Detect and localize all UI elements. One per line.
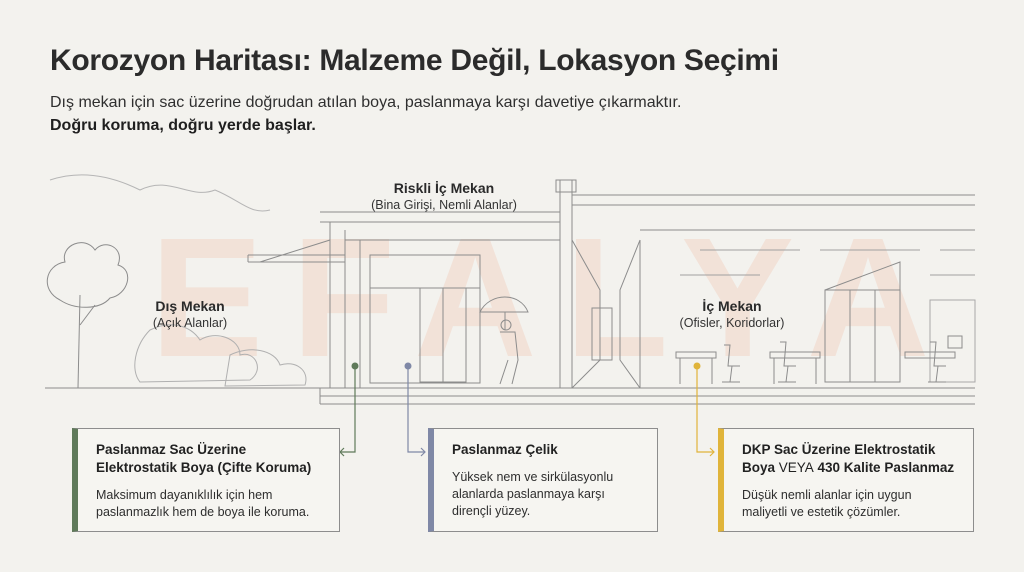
glass-facade	[369, 254, 481, 384]
office-chair	[928, 341, 946, 383]
card-description: Maksimum dayanıklılık için hem paslanmaz…	[96, 488, 310, 519]
bush	[224, 349, 307, 387]
card-title: Paslanmaz Çelik	[452, 442, 558, 457]
office-cabinet	[824, 289, 901, 383]
card-title-part: DKP Sac Üzerine Elektrostatik Boya	[742, 442, 936, 475]
card-description: Düşük nemli alanlar için uygun maliyetli…	[742, 488, 912, 519]
zone-name: Riskli İç Mekan	[393, 180, 495, 196]
bush	[134, 324, 258, 383]
office-chair	[722, 344, 740, 383]
zone-name: İç Mekan	[702, 298, 762, 314]
tagline: Doğru koruma, doğru yerde başlar.	[50, 117, 316, 134]
card-title: Paslanmaz Sac Üzerine Elektrostatik Boya…	[96, 442, 312, 475]
card-stainless-steel: Paslanmaz Çelik Yüksek nem ve sirkülasyo…	[428, 428, 658, 532]
subtitle: Dış mekan için sac üzerine doğrudan atıl…	[50, 94, 682, 111]
card-dkp-or-430: DKP Sac Üzerine Elektrostatik Boya VEYA …	[718, 428, 974, 532]
umbrella	[479, 296, 529, 313]
background-trees	[49, 174, 271, 212]
person-body	[499, 331, 519, 385]
monitor	[947, 335, 963, 349]
pointer-line-indoor	[696, 366, 714, 453]
zone-label-risky-indoor: Riskli İç Mekan (Bina Girişi, Nemli Alan…	[371, 180, 517, 214]
zone-label-outdoor: Dış Mekan (Açık Alanlar)	[153, 298, 227, 332]
zone-sub: (Açık Alanlar)	[152, 316, 228, 330]
zone-sub: (Ofisler, Koridorlar)	[679, 316, 785, 330]
desk	[769, 351, 821, 359]
pointer-line-outdoor	[340, 366, 356, 453]
zone-sub: (Bina Girişi, Nemli Alanlar)	[371, 198, 517, 212]
desk	[904, 351, 956, 359]
person-head	[500, 319, 512, 331]
watermark-logo: EFALYA	[150, 203, 958, 393]
desk	[675, 351, 717, 359]
tree-canopy	[46, 242, 129, 308]
card-stainless-painted: Paslanmaz Sac Üzerine Elektrostatik Boya…	[72, 428, 340, 532]
card-title: DKP Sac Üzerine Elektrostatik Boya VEYA …	[742, 441, 959, 477]
pointer-line-risky	[407, 366, 425, 453]
zone-name: Dış Mekan	[155, 298, 225, 314]
card-description: Yüksek nem ve sirkülasyonlu alanlarda pa…	[452, 470, 614, 518]
zone-label-indoor: İç Mekan (Ofisler, Koridorlar)	[680, 298, 785, 332]
tree-trunk	[77, 294, 81, 389]
card-title-part: 430 Kalite Paslanmaz	[813, 460, 955, 475]
office-chair	[778, 341, 796, 383]
card-title-or: VEYA	[778, 460, 814, 475]
corridor-door	[591, 307, 613, 361]
page-title: Korozyon Haritası: Malzeme Değil, Lokasy…	[50, 44, 779, 77]
